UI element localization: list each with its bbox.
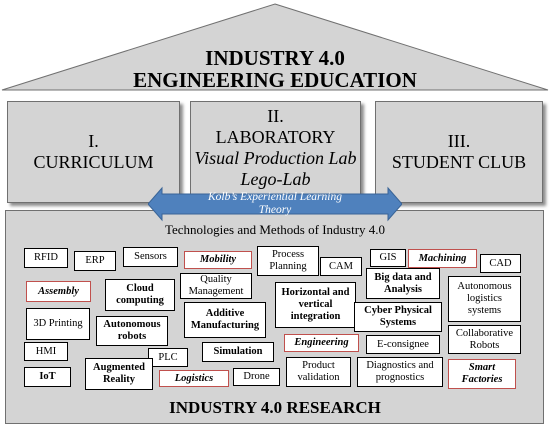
kolb-arrow-label: Kolb’s Experiential Learning Theory xyxy=(150,191,400,217)
pillar-curriculum-title: CURRICULUM xyxy=(33,152,154,172)
tech-cam: CAM xyxy=(320,257,362,276)
tech-hmi: HMI xyxy=(24,342,68,361)
research-title: INDUSTRY 4.0 RESEARCH xyxy=(169,398,381,417)
tech-iot: IoT xyxy=(24,367,71,387)
kolb-arrow xyxy=(148,186,402,222)
tech-quality-management: Quality Management xyxy=(180,273,252,299)
roof-shape xyxy=(1,3,549,91)
pillar-curriculum-number: I. xyxy=(88,131,99,151)
tech-3d-printing: 3D Printing xyxy=(26,308,90,340)
pillar-student-club-title: STUDENT CLUB xyxy=(391,152,527,172)
tech-erp: ERP xyxy=(74,251,116,271)
tech-augmented-reality: Augmented Reality xyxy=(85,358,153,390)
tech-sensors: Sensors xyxy=(123,247,178,267)
tech-cyber-physical-systems: Cyber Physical Systems xyxy=(354,302,442,332)
roof-title-line1: INDUSTRY 4.0 xyxy=(205,46,345,70)
tech-additive-manufacturing: Additive Manufacturing xyxy=(184,302,266,338)
tech-big-data: Big data and Analysis xyxy=(366,268,440,299)
tech-autonomous-robots: Autonomous robots xyxy=(96,316,168,346)
tech-product-validation: Product validation xyxy=(286,357,351,387)
tech-machining: Machining xyxy=(408,249,477,268)
pillar-laboratory-number: II. xyxy=(267,106,284,126)
pillar-curriculum: I. CURRICULUM xyxy=(7,101,180,203)
pillar-laboratory-sub1: Visual Production Lab xyxy=(194,148,357,168)
roof-title-line2: ENGINEERING EDUCATION xyxy=(133,68,417,92)
tech-horizontal-vertical-integration: Horizontal and vertical integration xyxy=(275,282,356,328)
tech-plc: PLC xyxy=(148,348,188,367)
pillar-laboratory-title: LABORATORY xyxy=(215,127,336,147)
tech-smart-factories: Smart Factories xyxy=(448,359,516,389)
kolb-label-line2: Theory xyxy=(258,204,292,216)
tech-autonomous-logistics: Autonomous logistics systems xyxy=(448,276,521,322)
tech-e-consignee: E-consignee xyxy=(366,335,440,354)
tech-rfid: RFID xyxy=(24,248,68,268)
pillar-laboratory: II. LABORATORY Visual Production Lab Leg… xyxy=(190,101,361,203)
tech-cloud-computing: Cloud computing xyxy=(105,279,175,311)
tech-assembly: Assembly xyxy=(26,281,91,302)
technologies-title: Technologies and Methods of Industry 4.0 xyxy=(164,222,386,237)
tech-engineering: Engineering xyxy=(284,334,359,352)
tech-collaborative-robots: Collaborative Robots xyxy=(448,325,521,354)
pillar-laboratory-sub2: Lego-Lab xyxy=(240,169,311,189)
tech-mobility: Mobility xyxy=(184,251,252,269)
tech-gis: GIS xyxy=(370,249,406,267)
tech-simulation: Simulation xyxy=(202,342,274,362)
tech-process-planning: Process Planning xyxy=(257,246,319,276)
tech-cad: CAD xyxy=(480,254,521,273)
tech-drone: Drone xyxy=(233,368,280,386)
pillar-student-club-number: III. xyxy=(447,131,471,151)
kolb-label-line1: Kolb’s Experiential Learning xyxy=(208,191,342,203)
pillar-student-club: III. STUDENT CLUB xyxy=(375,101,543,203)
tech-logistics: Logistics xyxy=(159,370,229,387)
tech-diagnostics-prognostics: Diagnostics and prognostics xyxy=(357,357,443,387)
